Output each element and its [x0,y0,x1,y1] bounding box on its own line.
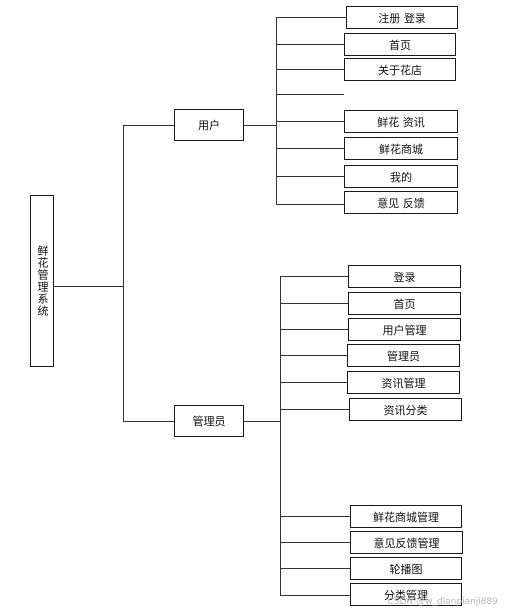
leaf-label: 我的 [390,170,412,184]
leaf-label: 资讯管理 [381,376,426,390]
leaf-node: 资讯分类 [349,398,462,421]
leaf-label: 分类管理 [384,588,428,602]
leaf-node: 用户管理 [348,318,461,341]
connector [276,69,344,70]
connector [280,382,347,383]
root-label: 鲜花管理系统 [36,245,49,317]
connector [280,355,347,356]
connector [280,276,281,596]
leaf-node: 鲜花商城 [344,137,458,160]
connector [280,329,348,330]
leaf-label: 管理员 [387,349,420,363]
group-label: 管理员 [192,415,226,428]
leaf-label: 资讯分类 [383,403,428,417]
connector [276,44,344,45]
connector [123,125,124,422]
leaf-label: 鲜花商城 [379,142,423,156]
leaf-node: 首页 [348,292,461,315]
connector [280,409,349,410]
leaf-node: 鲜花 资讯 [344,110,458,133]
leaf-label: 关于花店 [378,63,422,77]
leaf-label: 意见反馈管理 [373,536,440,550]
connector [244,125,277,126]
leaf-label: 鲜花 资讯 [377,115,425,129]
connector [276,17,346,18]
leaf-label: 鲜花商城管理 [373,510,439,524]
connector [280,303,348,304]
leaf-label: 首页 [389,38,411,52]
leaf-label: 登录 [393,270,416,284]
leaf-label: 注册 登录 [378,11,426,25]
leaf-node: 关于花店 [344,58,456,81]
leaf-node: 管理员 [347,344,460,367]
connector [276,94,344,95]
connector [280,516,350,517]
group-node-admin: 管理员 [174,405,244,437]
leaf-label: 意见 反馈 [377,196,425,210]
connector [276,121,344,122]
leaf-node: 我的 [344,165,458,188]
group-node-user: 用户 [174,109,244,141]
leaf-node: 资讯管理 [347,371,460,394]
connector [280,542,350,543]
connector [244,421,281,422]
watermark: CSDN @w_dianpianji889 [387,597,498,607]
group-label: 用户 [198,119,220,132]
connector [123,421,174,422]
leaf-node: 注册 登录 [346,6,458,29]
leaf-label: 首页 [393,297,416,311]
connector [280,276,348,277]
leaf-node: 鲜花商城管理 [350,505,462,528]
leaf-node: 意见 反馈 [344,191,458,214]
connector [276,176,344,177]
leaf-node: 首页 [344,33,456,56]
leaf-label: 用户管理 [382,323,427,337]
root-node: 鲜花管理系统 [30,195,54,367]
connector [276,204,344,205]
connector [280,568,350,569]
leaf-node: 分类管理 [350,583,462,606]
connector [123,125,174,126]
leaf-node: 轮播图 [350,557,462,580]
leaf-label: 轮播图 [389,562,423,576]
connector [276,148,344,149]
connector [280,595,350,596]
leaf-node: 登录 [348,265,461,288]
leaf-node: 意见反馈管理 [350,531,463,554]
connector [54,286,124,287]
connector [276,17,277,205]
